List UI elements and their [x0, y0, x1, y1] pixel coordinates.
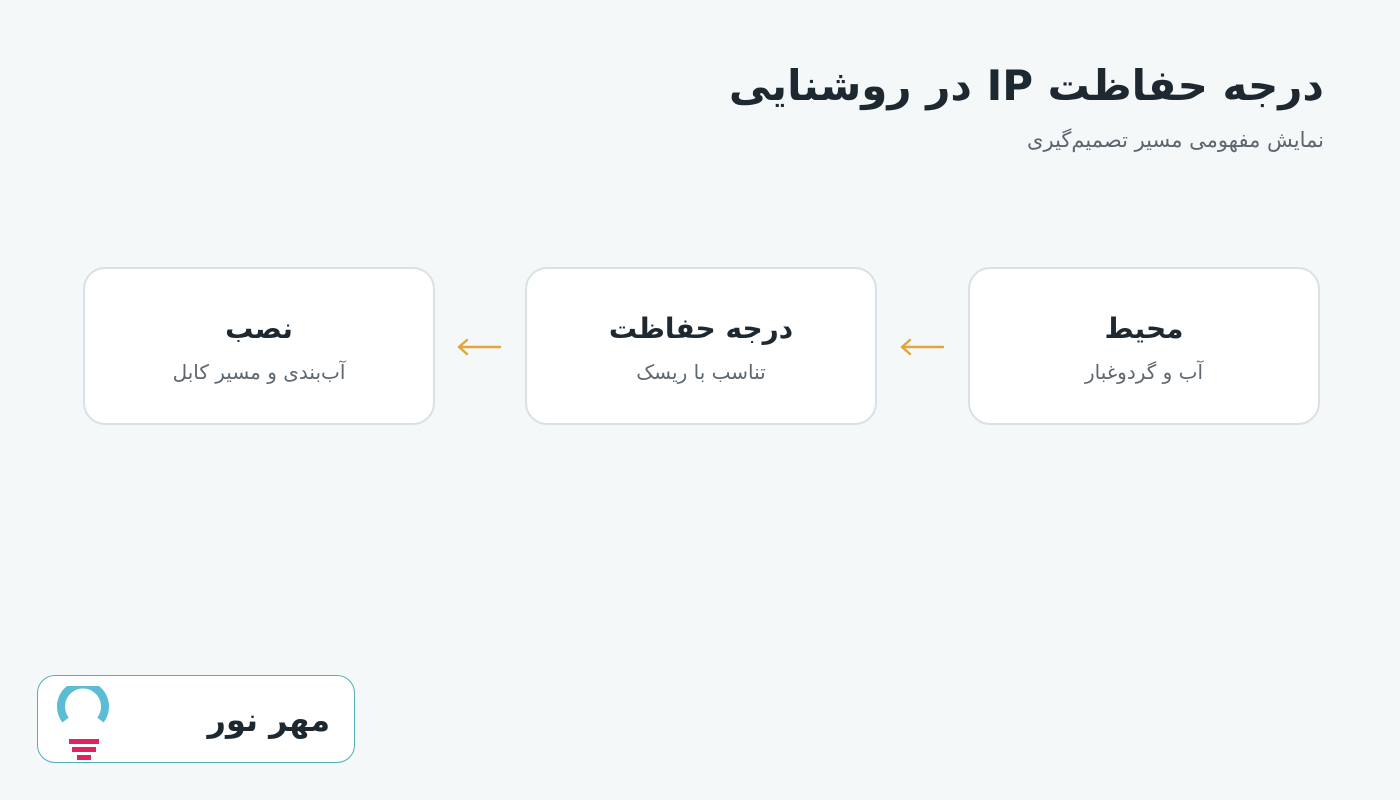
flow-step-subtitle: آب و گردوغبار	[1084, 360, 1204, 384]
flow-step-title: نصب	[225, 312, 293, 345]
arrow-left-icon	[457, 338, 502, 356]
flow-step-installation: نصب آب‌بندی و مسیر کابل	[83, 267, 435, 425]
page-subtitle: نمایش مفهومی مسیر تصمیم‌گیری	[1027, 128, 1324, 152]
brand-badge: مهر نور	[37, 675, 355, 763]
flow-step-subtitle: تناسب با ریسک	[636, 360, 766, 384]
flow-step-title: درجه حفاظت	[608, 312, 794, 345]
flow-step-protection-rating: درجه حفاظت تناسب با ریسک	[525, 267, 877, 425]
flow-step-subtitle: آب‌بندی و مسیر کابل	[172, 360, 346, 384]
brand-name: مهر نور	[207, 701, 330, 739]
decision-flow: محیط آب و گردوغبار درجه حفاظت تناسب با ر…	[80, 267, 1320, 428]
lightbulb-logo-icon	[57, 686, 109, 760]
flow-step-environment: محیط آب و گردوغبار	[968, 267, 1320, 425]
flow-step-title: محیط	[1104, 312, 1184, 345]
header: درجه حفاظت IP در روشنایی نمایش مفهومی مس…	[729, 58, 1324, 154]
page-title: درجه حفاظت IP در روشنایی	[728, 61, 1324, 110]
arrow-left-icon	[900, 338, 945, 356]
